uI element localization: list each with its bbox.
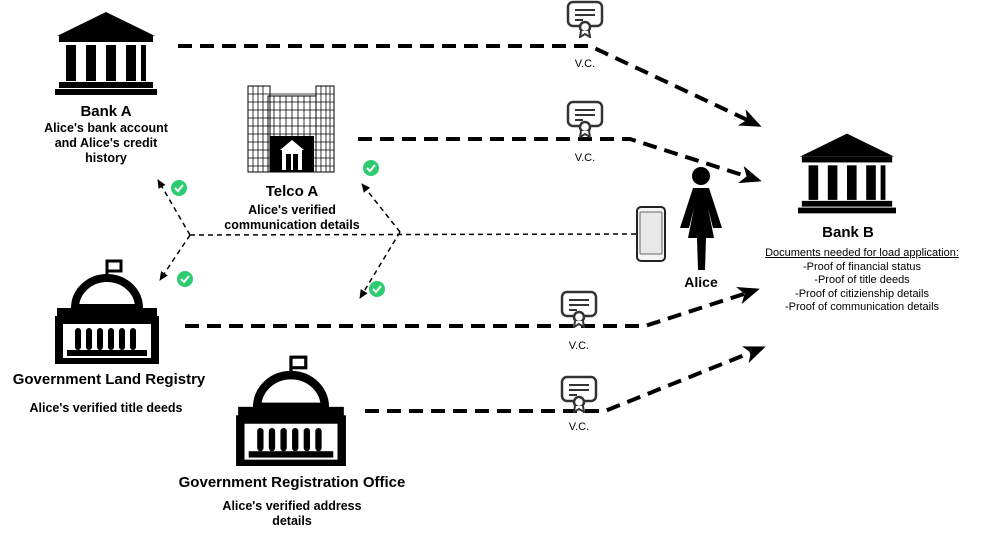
person-icon — [680, 167, 722, 270]
bank-b-title: Bank B — [822, 224, 874, 241]
arrow-land-registry-to-bank-b — [185, 286, 760, 328]
alice-label: Alice — [684, 274, 718, 290]
document-item: -Proof of citizienship details — [795, 287, 929, 300]
phone-connector-line — [189, 233, 637, 236]
land-registry-title: Government Land Registry — [12, 371, 206, 388]
telco-a-title: Telco A — [265, 183, 319, 200]
document-item: -Proof of title deeds — [814, 274, 910, 286]
document-item: -Proof of communication details — [784, 301, 940, 313]
vc-label: V.C. — [574, 58, 596, 70]
bank-b-document-list: Documents needed for load application: -… — [740, 247, 984, 315]
certificate-icon — [566, 100, 604, 138]
telco-building-icon — [247, 85, 335, 173]
check-icon — [369, 281, 385, 297]
bank-a-description: Alice's bank account and Alice's credit … — [44, 121, 168, 165]
verify-arrow-telco-a — [361, 183, 401, 233]
registration-office-description: Alice's verified address details — [222, 499, 362, 528]
certificate-icon — [560, 375, 598, 413]
vc-label: V.C. — [568, 421, 590, 433]
verify-arrow-bank-a — [157, 179, 191, 236]
government-building-icon — [55, 259, 159, 364]
telco-a-description: Alice's verified communication details — [224, 203, 360, 232]
documents-heading: Documents needed for load application: — [765, 247, 959, 259]
verify-arrow-land-registry — [159, 234, 191, 281]
arrow-bank-a-to-bank-b — [178, 44, 762, 127]
vc-label: V.C. — [574, 152, 596, 164]
vc-label: V.C. — [568, 340, 590, 352]
check-icon — [177, 271, 193, 287]
certificate-icon — [560, 290, 598, 328]
arrow-telco-a-to-bank-b — [358, 137, 762, 184]
arrow-registration-office-to-bank-b — [365, 346, 766, 413]
government-building-icon — [236, 355, 346, 466]
check-icon — [363, 160, 379, 176]
document-item: -Proof of financial status — [802, 260, 921, 273]
verify-arrow-registration-office — [359, 231, 401, 299]
certificate-icon — [566, 0, 604, 38]
land-registry-description: Alice's verified title deeds — [29, 401, 183, 415]
check-icon — [171, 180, 187, 196]
bank-icon — [798, 133, 896, 214]
bank-a-title: Bank A — [80, 103, 132, 120]
registration-office-title: Government Registration Office — [178, 474, 406, 491]
smartphone-icon — [636, 206, 666, 262]
bank-icon — [55, 12, 157, 95]
